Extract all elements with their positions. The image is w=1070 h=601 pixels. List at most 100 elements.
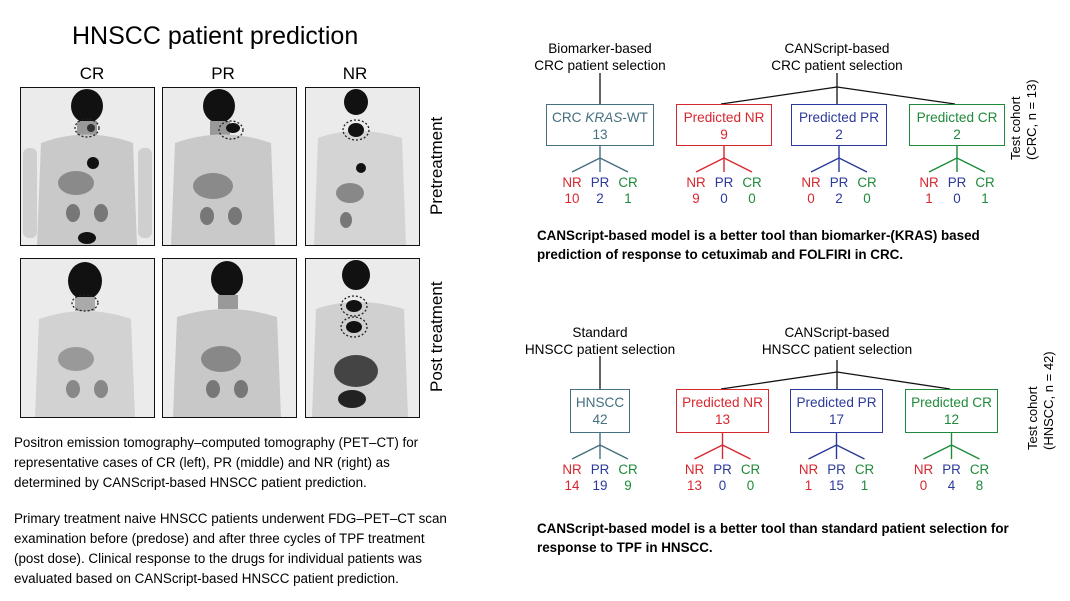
crc-branch-3-nr <box>928 157 958 173</box>
response-label-cr: CR <box>854 462 875 477</box>
response-count-nr: 1 <box>925 191 933 206</box>
crc-left-header: Biomarker-based CRC patient selection <box>534 41 666 73</box>
crc-branch-1-nr <box>695 157 725 173</box>
response-count-pr: 2 <box>835 191 843 206</box>
box-count: 17 <box>828 412 845 427</box>
response-count-nr: 13 <box>687 478 702 493</box>
crc-branch-2-nr <box>810 157 840 173</box>
box-count: 12 <box>943 412 960 427</box>
hnscc-branch-2-cr <box>836 444 865 460</box>
box-label-text: Predicted PR <box>798 110 880 125</box>
response-label-cr: CR <box>618 462 638 477</box>
hnscc-box-2: Predicted PR 17 <box>790 389 883 433</box>
response-count-pr: 19 <box>592 478 608 493</box>
pet-scan-pr-pre <box>162 87 297 246</box>
box-label: Predicted NR <box>677 394 768 411</box>
crc-right-header: CANScript-based CRC patient selection <box>771 41 903 73</box>
response-label-cr: CR <box>740 462 761 477</box>
hnscc-branch-3-nr <box>923 444 952 460</box>
response-label-cr: CR <box>742 175 762 190</box>
box-label-text: Predicted NR <box>683 110 765 125</box>
box-label-text: Predicted CR <box>916 110 998 125</box>
response-label-pr: PR <box>713 462 732 477</box>
hnscc-branch-0-cr <box>599 444 629 460</box>
box-count: 2 <box>835 127 843 142</box>
box-label-text: HNSCC <box>575 395 625 410</box>
response-count-cr: 9 <box>624 478 632 493</box>
response-count-pr: 0 <box>718 478 727 493</box>
body-silhouette-icon <box>171 89 275 245</box>
body-silhouette-icon <box>173 261 281 417</box>
pet-scan-nr-post <box>305 258 420 418</box>
box-label: CRC KRAS-WT <box>547 109 653 126</box>
box-label-suffix: -WT <box>622 110 648 125</box>
hnscc-branch-1-cr <box>722 444 751 460</box>
pet-scan-nr-pre <box>305 87 420 246</box>
box-count: 42 <box>592 412 608 427</box>
response-label-pr: PR <box>714 175 734 190</box>
box-label-italic: KRAS <box>585 110 623 125</box>
box-label-text: Predicted NR <box>682 395 763 410</box>
box-label: Predicted PR <box>791 394 882 411</box>
box-label: Predicted NR <box>677 109 771 126</box>
response-count-nr: 1 <box>804 478 813 493</box>
box-label: Predicted CR <box>910 109 1004 126</box>
box-label-text: Predicted PR <box>796 395 877 410</box>
caption-pet-ct: Positron emission tomography–computed to… <box>14 435 419 490</box>
response-count-nr: 10 <box>564 191 580 206</box>
column-label-pr: PR <box>211 64 235 83</box>
crc-box-2: Predicted PR 2 <box>791 104 887 146</box>
hnscc-cohort-label: Test cohort (HNSCC, n = 42) <box>1025 351 1056 450</box>
column-label-cr: CR <box>79 64 105 83</box>
box-count: 9 <box>720 127 728 142</box>
response-label-pr: PR <box>829 175 849 190</box>
crc-conclusion: CANScript-based model is a better tool t… <box>537 228 980 262</box>
box-count: 13 <box>592 127 608 142</box>
hnscc-box-0: HNSCC 42 <box>570 389 630 433</box>
response-label-cr: CR <box>975 175 995 190</box>
response-label-nr: NR <box>684 462 705 477</box>
response-label-nr: NR <box>562 175 582 190</box>
box-label-text: CRC <box>552 110 586 125</box>
hnscc-conclusion: CANScript-based model is a better tool t… <box>537 521 1009 555</box>
caption-methods: Primary treatment naive HNSCC patients u… <box>14 511 447 586</box>
response-label-nr: NR <box>919 175 939 190</box>
response-label-nr: NR <box>798 462 819 477</box>
response-label-nr: NR <box>562 462 582 477</box>
hnscc-left-header: Standard HNSCC patient selection <box>524 325 676 357</box>
response-label-pr: PR <box>942 462 961 477</box>
hnscc-branch-3-cr <box>951 444 980 460</box>
response-count-pr: 4 <box>947 478 956 493</box>
body-silhouette-icon <box>23 89 152 245</box>
crc-branch-3-cr <box>956 157 986 173</box>
hnscc-branch-0-nr <box>571 444 601 460</box>
response-count-cr: 0 <box>746 478 755 493</box>
response-label-pr: PR <box>590 175 610 190</box>
crc-box-1: Predicted NR 9 <box>676 104 772 146</box>
response-label-nr: NR <box>913 462 934 477</box>
crc-box-3: Predicted CR 2 <box>909 104 1005 146</box>
response-label-pr: PR <box>827 462 846 477</box>
response-count-cr: 0 <box>863 191 871 206</box>
response-label-pr: PR <box>590 462 610 477</box>
response-count-nr: 14 <box>564 478 580 493</box>
response-count-cr: 8 <box>975 478 984 493</box>
pet-scan-cr-pre <box>20 87 155 246</box>
crc-branch-0-cr <box>599 157 629 173</box>
body-silhouette-icon <box>35 262 135 417</box>
column-label-nr: NR <box>342 64 368 83</box>
response-count-pr: 15 <box>829 478 844 493</box>
box-label: Predicted CR <box>906 394 997 411</box>
box-label: Predicted PR <box>792 109 886 126</box>
hnscc-branch-1-nr <box>694 444 723 460</box>
response-count-cr: 1 <box>624 191 632 206</box>
response-label-cr: CR <box>857 175 877 190</box>
box-count: 2 <box>953 127 961 142</box>
response-count-nr: 0 <box>807 191 815 206</box>
body-silhouette-icon <box>312 260 408 417</box>
